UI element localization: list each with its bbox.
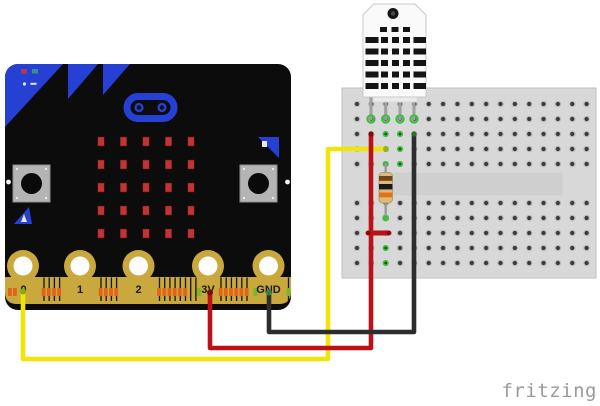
band-brown xyxy=(379,176,393,181)
pin-label-2: 2 xyxy=(135,284,141,296)
mounting-hole-right xyxy=(285,179,290,185)
connection-highlights xyxy=(382,131,403,266)
status-led-red xyxy=(21,69,27,74)
signal-wire-yellow xyxy=(20,146,389,362)
pin-label-1: 1 xyxy=(77,284,83,296)
fritzing-watermark: fritzing xyxy=(501,380,597,402)
wire-end-cap xyxy=(386,231,391,235)
connector-strip xyxy=(5,277,291,304)
mounting-hole-left xyxy=(6,179,11,185)
breadboard-hole-grid-top xyxy=(349,96,594,172)
wire-end-cap xyxy=(20,288,26,295)
pin-pad-gnd xyxy=(252,250,285,282)
microbit-button-a xyxy=(12,164,51,203)
microbit-button-b xyxy=(239,164,278,203)
pin-pad-1 xyxy=(64,250,96,282)
wire-end-cap xyxy=(383,146,389,152)
connector-contact-marks-orange xyxy=(8,288,249,296)
wire-end-cap xyxy=(266,289,272,296)
wire-end-cap xyxy=(366,231,371,235)
status-led-green xyxy=(32,69,38,74)
power-wire-red xyxy=(207,131,374,351)
band-black xyxy=(379,184,393,190)
dht22-sensor xyxy=(362,3,427,124)
microbit-board: 0 1 2 3V GND xyxy=(5,64,291,310)
microbit-blue-zigzag xyxy=(5,64,130,127)
microbit-battery-connector xyxy=(123,93,178,122)
pin-pad-0 xyxy=(7,250,39,282)
microbit-logo-triangle-right xyxy=(258,137,279,158)
ground-wire-black xyxy=(266,131,417,335)
dht22-vents xyxy=(365,27,426,89)
microbit-led-matrix xyxy=(97,136,195,239)
pin-pad-2 xyxy=(122,250,155,282)
wire-end-cap xyxy=(368,131,374,137)
wire-end-cap xyxy=(411,131,417,137)
microbit-edge-connector: 0 1 2 3V GND xyxy=(5,250,291,304)
band-orange xyxy=(379,192,393,198)
dht22-screw-hole xyxy=(387,8,399,19)
dht22-legs xyxy=(366,96,419,124)
pin-pad-3v xyxy=(192,250,224,282)
microbit-logo-triangle-left xyxy=(14,207,32,224)
wire-end-cap xyxy=(207,289,213,296)
red-jumper xyxy=(365,230,392,236)
resistor-bands xyxy=(379,176,393,198)
breadboard xyxy=(341,87,597,279)
resistor xyxy=(378,164,393,216)
microbit-status-leds xyxy=(21,69,38,86)
